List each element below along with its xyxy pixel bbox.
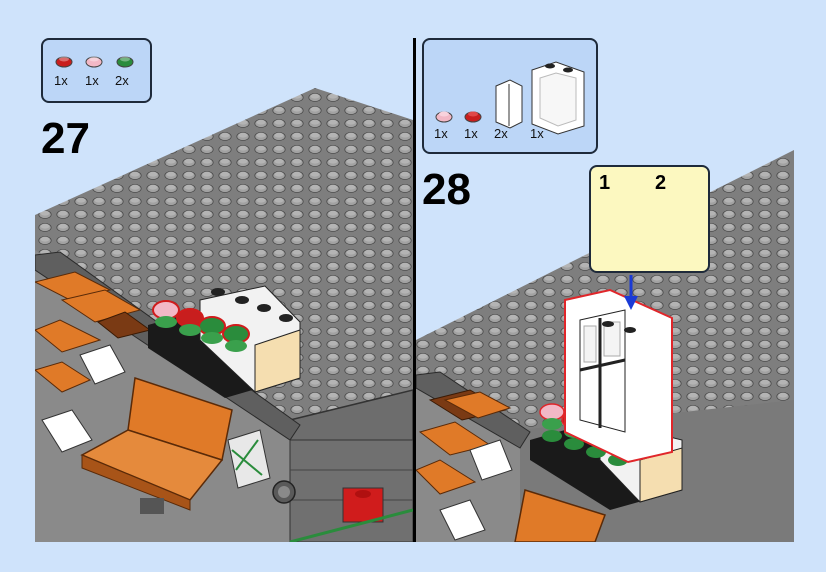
- substep-2-number: 2: [655, 172, 667, 194]
- step27-part-qty-2: 1x: [85, 73, 99, 88]
- step28-part-qty-1: 1x: [434, 126, 448, 141]
- substep-callout: 1 2: [589, 165, 710, 273]
- step28-parts-list: 1x 1x 2x 1x: [422, 38, 598, 154]
- baseplate: [35, 88, 413, 440]
- step27-number: 27: [41, 114, 90, 163]
- step28-part-qty-2: 1x: [464, 126, 478, 141]
- placement-arrow: [624, 275, 638, 310]
- step28-parts-graphics: [435, 61, 585, 135]
- planter-assembly-27: [148, 285, 301, 398]
- step28-number: 28: [422, 165, 471, 214]
- substep-1-number: 1: [599, 172, 611, 194]
- step27-parts-graphics: [55, 56, 134, 68]
- planter-assembly-28: [530, 288, 683, 510]
- panel-divider: [413, 38, 416, 542]
- round-plate-pink-icon: [85, 56, 103, 68]
- benches-right: [416, 389, 606, 542]
- step28-part-qty-3: 2x: [494, 126, 508, 141]
- step28-part-qty-4: 1x: [530, 126, 544, 141]
- benches-left: [35, 271, 271, 514]
- step27-model: [35, 88, 413, 542]
- step27-part-qty-3: 2x: [115, 73, 129, 88]
- round-plate-green-icon: [116, 56, 134, 68]
- step27-part-qty-1: 1x: [54, 73, 68, 88]
- window-frame-highlight: [564, 288, 673, 464]
- step27-parts-list: 1x 1x 2x: [41, 38, 152, 103]
- round-plate-red-icon: [55, 56, 73, 68]
